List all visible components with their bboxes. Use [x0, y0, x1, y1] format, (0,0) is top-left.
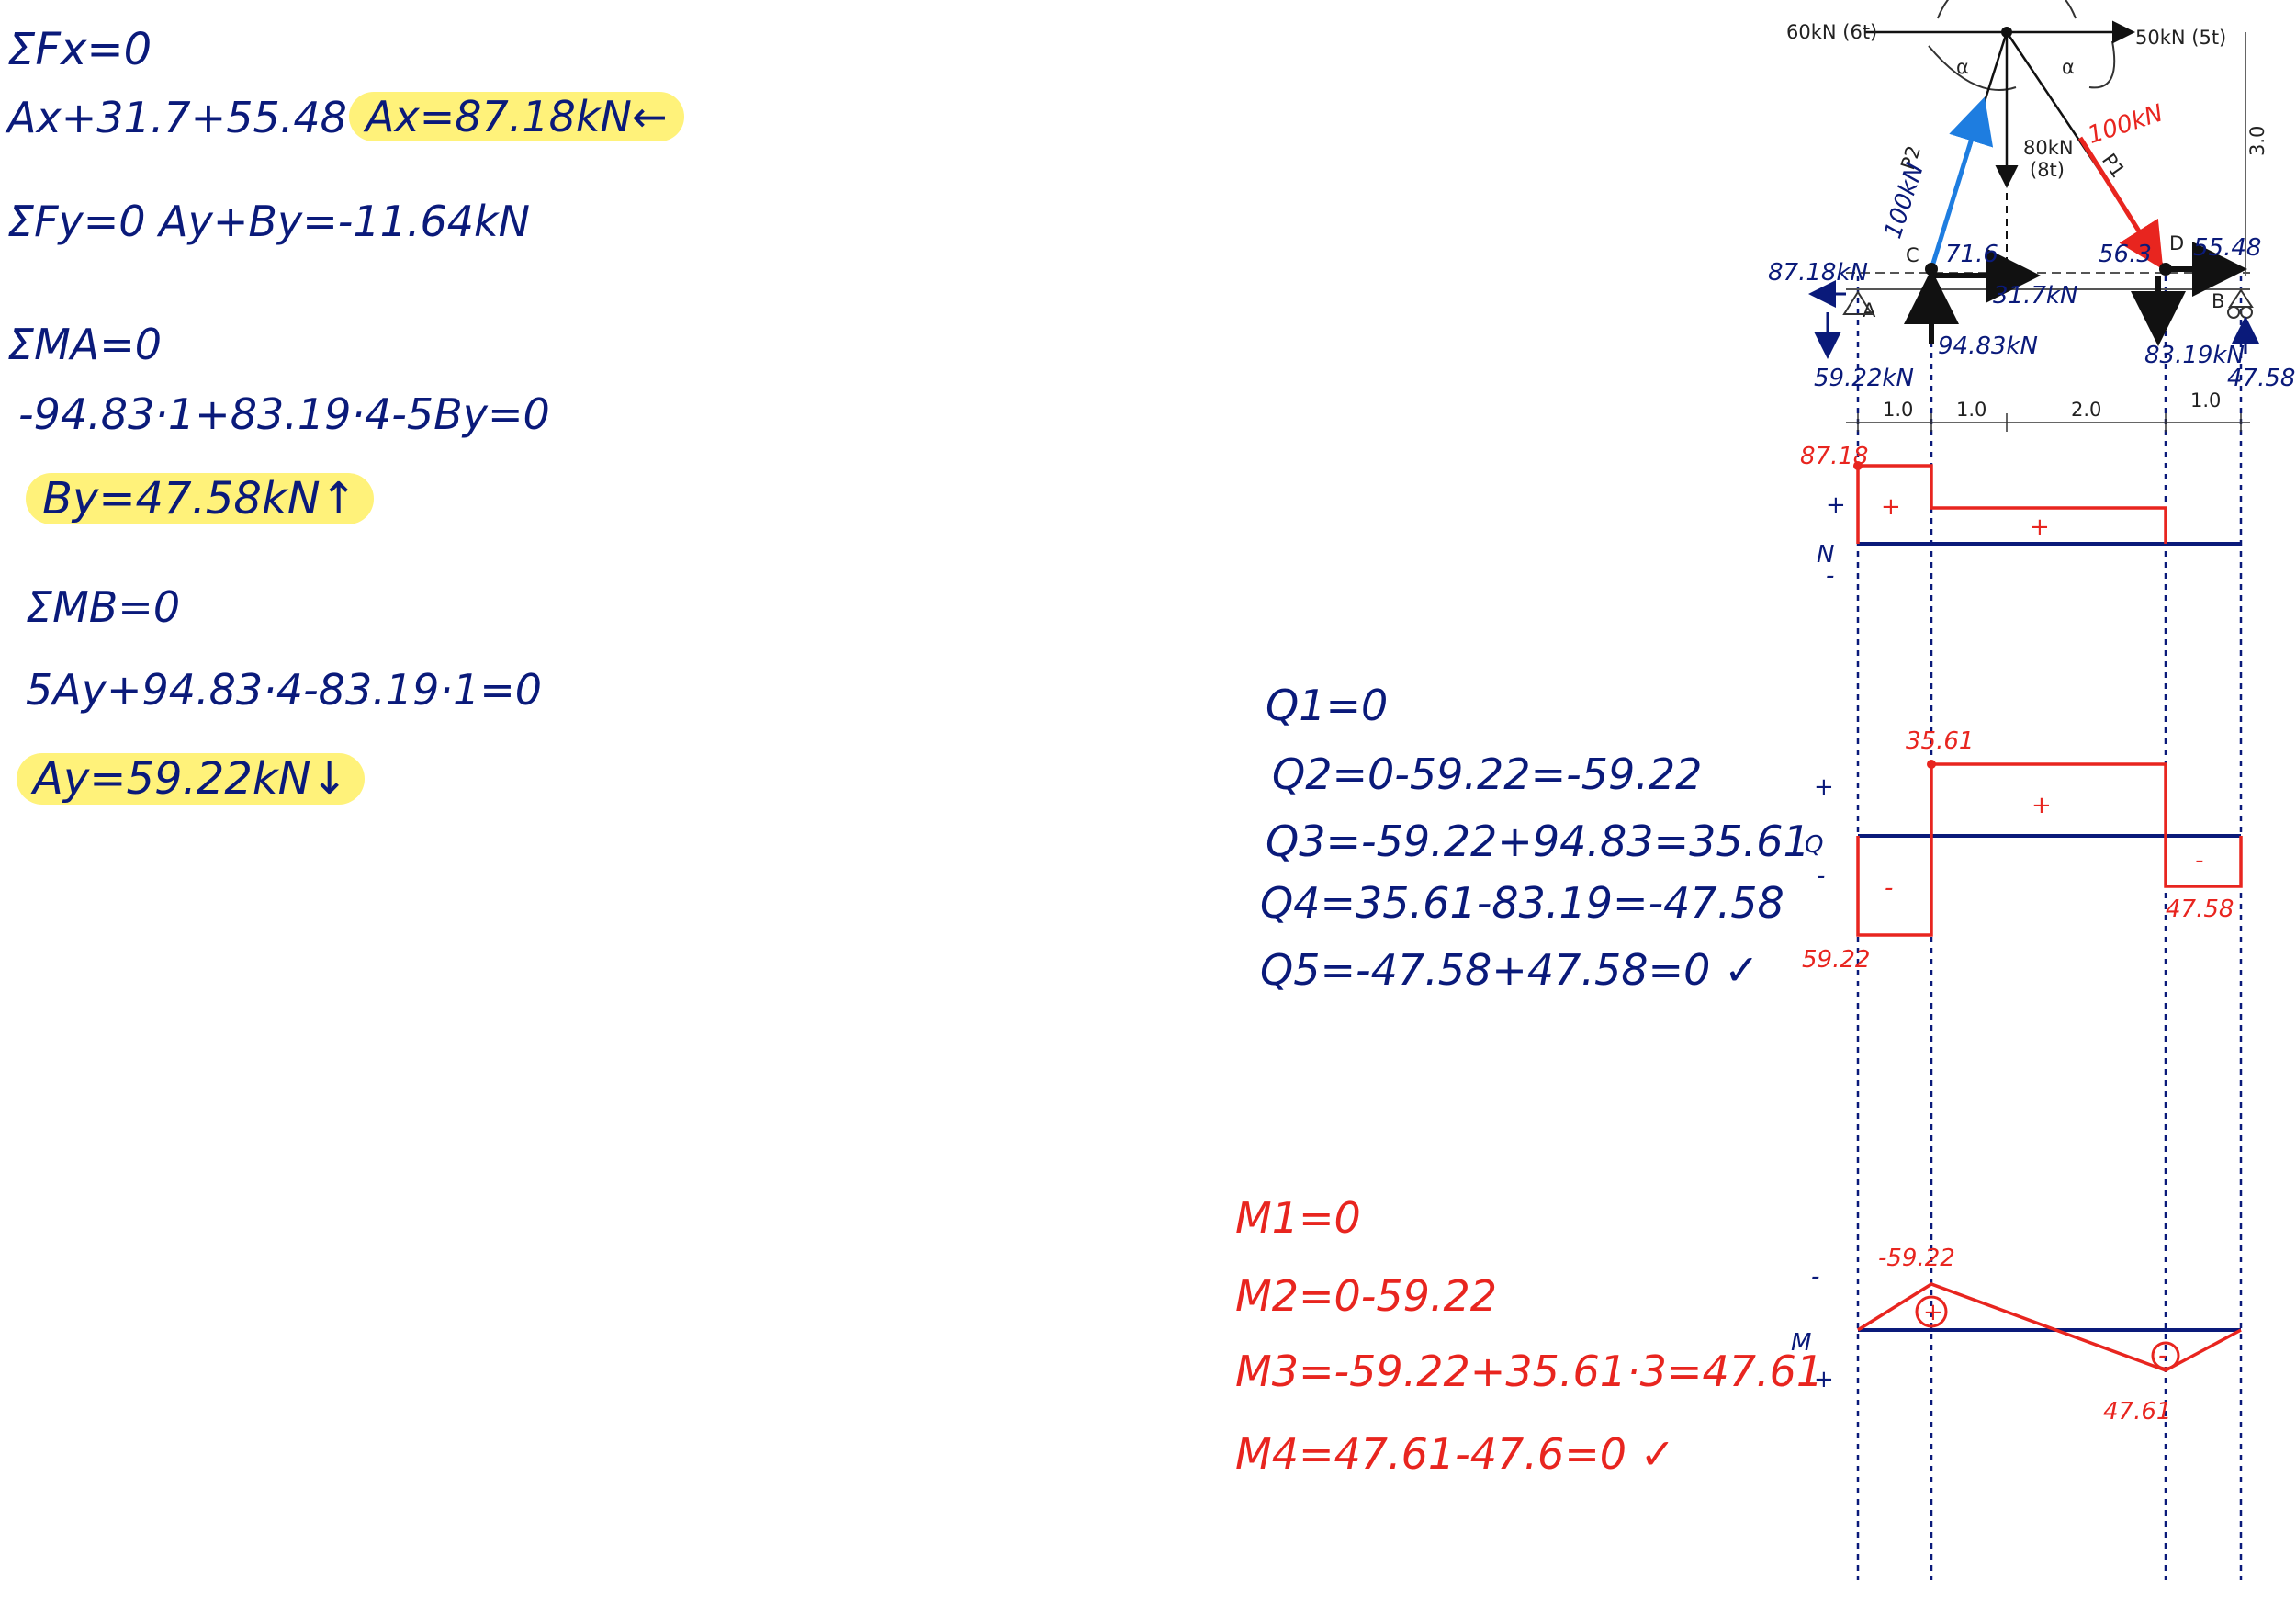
shear-minus: -	[1817, 862, 1825, 890]
shear-note-q2: Q2=0-59.22=-59.22	[1272, 750, 1703, 799]
d-force-y-annotation: 83.19kN	[2144, 342, 2245, 369]
moment-plus: +	[1814, 1366, 1834, 1393]
moment-sign-circle-2	[2151, 1341, 2180, 1370]
shear-note-q1: Q1=0	[1266, 681, 1389, 730]
angle-label-left: α	[1956, 56, 1969, 78]
by-annotation: 47.58kN	[2227, 365, 2296, 392]
shear-note-q4: Q4=35.61-83.19=-47.58	[1260, 878, 1784, 928]
moment-diagram: + - -59.22 47.61 - M +	[1791, 1245, 2242, 1426]
d-force-annotation: 55.48	[2193, 234, 2261, 262]
equation-mb-balance: 5Ay+94.83·4-83.19·1=0	[26, 665, 543, 715]
c-force-x-annotation: 31.7kN	[1993, 282, 2077, 310]
equation-sum-fy: ΣFy=0 Ay+By=-11.64kN	[7, 197, 531, 246]
support-b-roller-2	[2240, 306, 2253, 319]
moment-note-m3: M3=-59.22+35.61·3=47.61	[1235, 1347, 1824, 1396]
equation-fx-balance: Ax+31.7+55.48=0	[7, 93, 410, 142]
equation-ma-balance: -94.83·1+83.19·4-5By=0	[18, 389, 550, 439]
support-b-roller-1	[2227, 306, 2240, 319]
normal-plus: +	[1826, 491, 1846, 519]
load-right-label: 50kN (5t)	[2135, 27, 2226, 49]
dimension-label-2: 1.0	[1956, 399, 1986, 421]
moment-outline	[1857, 1282, 2242, 1372]
p1-force-annotation: 100kN	[2085, 99, 2167, 150]
normal-symbol: N	[1817, 541, 1834, 569]
ax-annotation: 87.18kN	[1768, 259, 1868, 287]
support-b	[2228, 288, 2254, 308]
shear-sign-3: -	[2195, 847, 2203, 874]
shear-peak-label: 35.61	[1906, 727, 1974, 755]
moment-sign-2: -	[2158, 1342, 2167, 1369]
equation-sum-ma: ΣMA=0	[7, 320, 163, 369]
result-ax: Ax=87.18kN←	[349, 92, 684, 141]
height-label: 3.0	[2246, 126, 2268, 156]
dimension-label-4: 1.0	[2190, 389, 2221, 411]
angle-label-right: α	[2062, 56, 2075, 78]
reaction-arrows: 71.6 56.3 55.48 31.7kN 94.83kN 83.19kN 8…	[1768, 234, 2296, 392]
angle-arc-right	[2088, 40, 2116, 89]
load-down-sub-label: (8t)	[2030, 159, 2065, 181]
shear-sign-2: +	[2032, 792, 2052, 819]
shear-outline	[1856, 762, 2243, 937]
equation-sum-mb: ΣMB=0	[26, 582, 181, 632]
p1-red-arrow	[2077, 136, 2164, 270]
shear-note-q5: Q5=-47.58+47.58=0 ✓	[1260, 945, 1760, 995]
moment-sign-circle-1	[1915, 1295, 1948, 1328]
normal-sign-1: +	[1881, 493, 1901, 521]
normal-sign-2: +	[2030, 513, 2050, 541]
shear-sign-1: -	[1885, 874, 1893, 902]
ay-annotation: 59.22kN	[1814, 365, 1914, 392]
normal-force-diagram: 87.18 + + + N -	[1800, 443, 2241, 590]
moment-sign-1: +	[1923, 1299, 1943, 1326]
result-by: By=47.58kN↑	[26, 473, 374, 524]
shear-note-q3: Q3=-59.22+94.83=35.61	[1266, 817, 1810, 866]
node-c-label: C	[1906, 244, 1919, 266]
moment-symbol: M	[1791, 1329, 1811, 1357]
top-node-arc	[1937, 0, 2077, 19]
guide-lines	[1856, 276, 2243, 1580]
result-ay: Ay=59.22kN↓	[17, 753, 365, 805]
shear-plus: +	[1814, 773, 1834, 801]
moment-note-m2: M2=0-59.22	[1235, 1271, 1498, 1321]
shear-force-diagram: 35.61 59.22 47.58 - + - + Q -	[1802, 727, 2243, 974]
normal-minus: -	[1826, 562, 1834, 590]
c-force-y-annotation: 94.83kN	[1938, 332, 2038, 360]
angle-arc-left	[1928, 45, 2017, 91]
d-angle-annotation: 56.3	[2099, 241, 2152, 268]
shear-symbol: Q	[1805, 831, 1823, 859]
moment-peak-label: -59.22	[1878, 1245, 1955, 1272]
node-d-label: D	[2169, 232, 2184, 254]
load-down-label: 80kN	[2023, 137, 2074, 159]
node-b-label: B	[2212, 290, 2224, 312]
moment-minus: -	[1811, 1263, 1819, 1291]
support-a	[1842, 290, 1874, 315]
shear-low-left-label: 59.22	[1802, 946, 1870, 974]
p2-force-annotation: 100kN	[1879, 160, 1930, 242]
c-angle-annotation: 71.6	[1945, 241, 1998, 268]
normal-outline	[1856, 464, 2167, 544]
normal-peak-label: 87.18	[1800, 443, 1868, 470]
moment-note-m4: M4=47.61-47.6=0 ✓	[1235, 1429, 1676, 1479]
shear-low-right-label: 47.58	[2166, 896, 2234, 923]
dimension-label-1: 1.0	[1883, 399, 1913, 421]
equation-sum-fx: ΣFx=0	[7, 24, 152, 75]
p2-blue-arrow	[1929, 96, 1994, 270]
shear-peak-dot	[1927, 760, 1936, 769]
load-left-label: 60kN (6t)	[1786, 21, 1877, 43]
dimension-line: 1.0 1.0 2.0 1.0	[1846, 389, 2250, 432]
dimension-label-3: 2.0	[2071, 399, 2101, 421]
moment-low-label: 47.61	[2103, 1398, 2171, 1426]
normal-peak-dot	[1853, 461, 1863, 470]
moment-note-m1: M1=0	[1235, 1193, 1361, 1243]
